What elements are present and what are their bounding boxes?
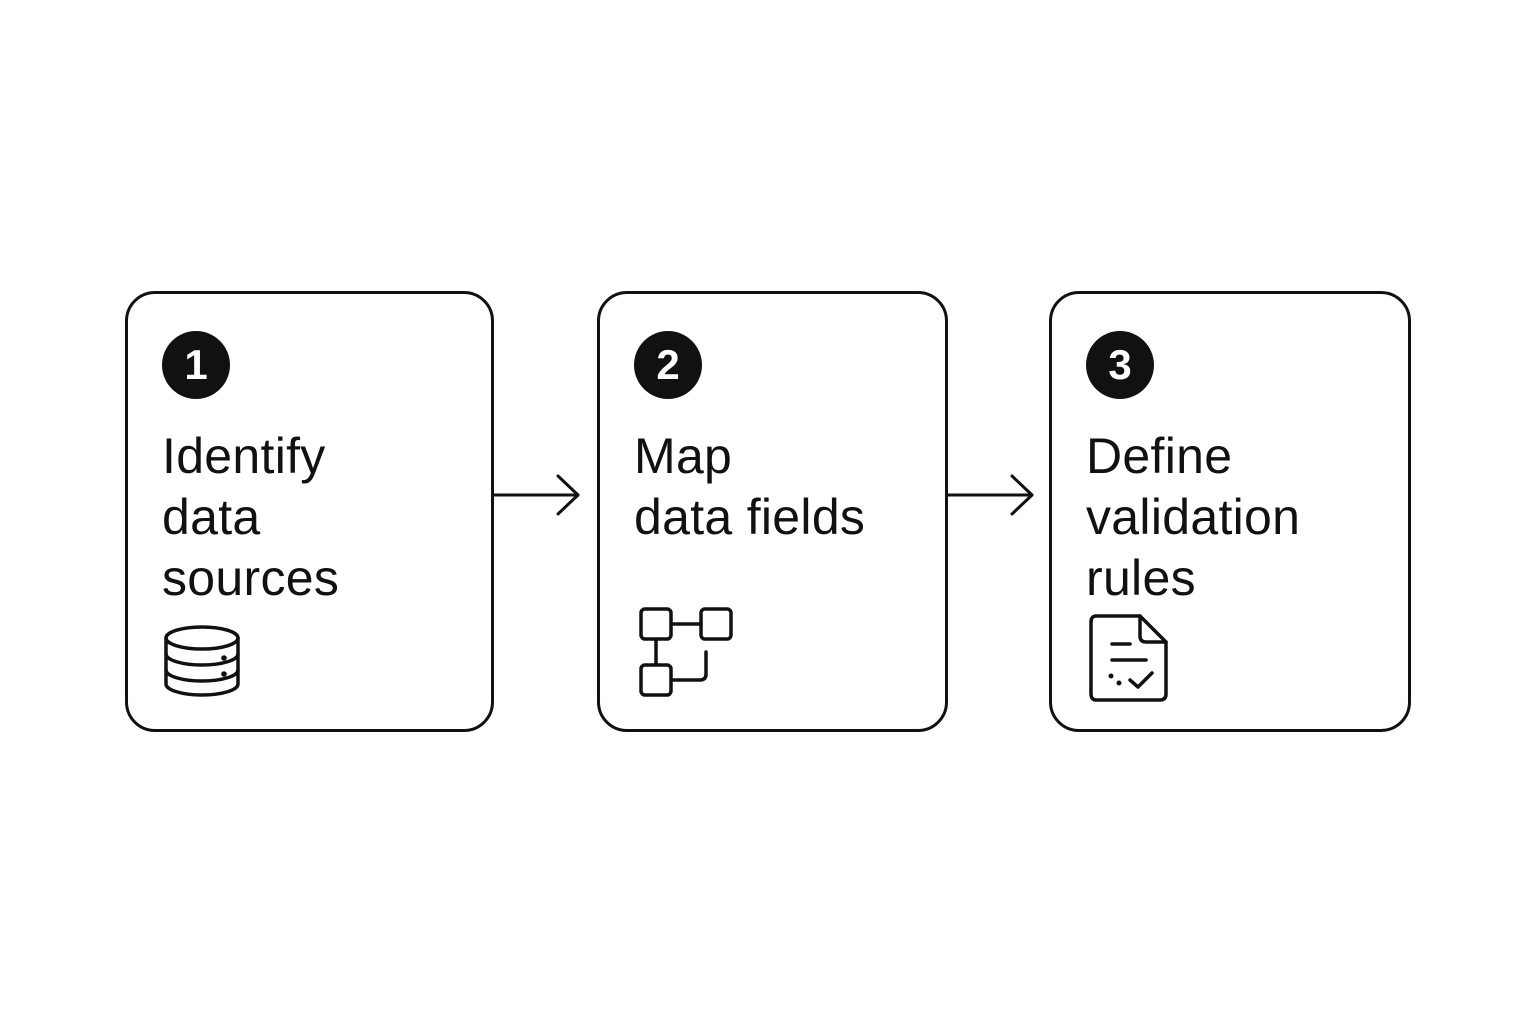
step-number-badge: 3 [1086, 331, 1154, 399]
database-icon [164, 625, 240, 697]
arrow-right-icon [494, 474, 580, 516]
step-number-badge: 2 [634, 331, 702, 399]
flowchart-icon [639, 607, 733, 697]
step-number-badge: 1 [162, 331, 230, 399]
step-title: Identify data sources [162, 428, 340, 606]
step-title: Map data fields [634, 428, 866, 545]
arrow-right-icon [948, 474, 1034, 516]
step-card-identify-data-sources: 1 Identify data sources [125, 291, 494, 732]
document-check-icon [1089, 614, 1168, 702]
step-card-define-validation-rules: 3 Define validation rules [1049, 291, 1411, 732]
step-card-map-data-fields: 2 Map data fields [597, 291, 948, 732]
step-title: Define validation rules [1086, 428, 1301, 606]
